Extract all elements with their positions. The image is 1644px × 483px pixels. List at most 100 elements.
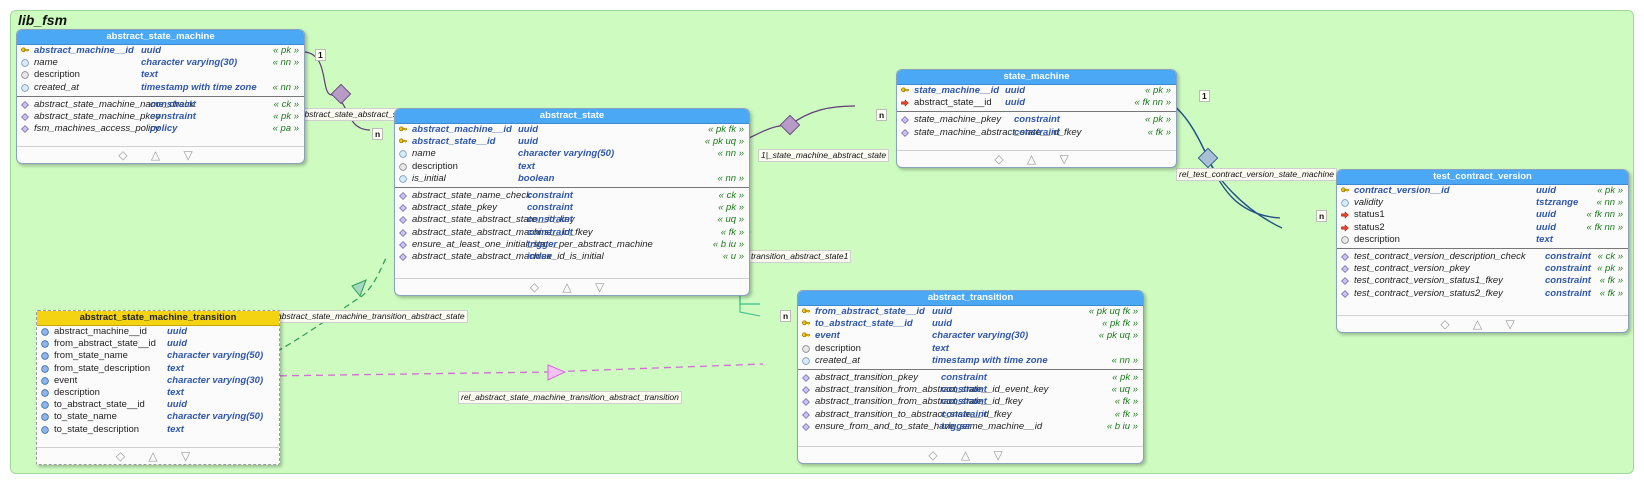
constraint-flags: « pk » [1597, 263, 1623, 275]
table-title[interactable]: abstract_state_machine [17, 30, 304, 45]
primary-key-icon [399, 138, 407, 144]
constraint-icon [399, 204, 407, 213]
column-name: description [54, 386, 100, 398]
column-type: text [932, 342, 949, 354]
constraint-flags: « fk » [720, 226, 744, 238]
primary-key-icon [802, 332, 810, 338]
column-name: to_state_description [54, 423, 140, 435]
column-type: uuid [141, 45, 162, 56]
constraint-icon [399, 240, 407, 249]
rel-diamond-asm-as [330, 83, 352, 105]
foreign-key-icon [901, 99, 909, 107]
table-constraint-row[interactable]: abstract_state_abstract_machine_id_is_in… [395, 251, 749, 263]
rel-triangle-asmt-as [351, 279, 367, 297]
constraint-type: constraint [1014, 114, 1060, 126]
constraint-flags: « fk » [1114, 408, 1138, 420]
constraint-name: ensure_at_least_one_initial_state_per_ab… [412, 238, 653, 250]
column-type: uuid [1536, 185, 1557, 196]
collapse-toggle-icon[interactable]: ◇ △ ▽ [529, 280, 615, 294]
table-constraint-row[interactable]: abstract_state_abstract_machine__id_fkey… [395, 227, 749, 239]
constraint-flags: « uq » [717, 214, 744, 226]
table-constraint-row[interactable]: abstract_transition_from_abstract_state_… [798, 396, 1143, 408]
collapse-toggle-icon[interactable]: ◇ △ ▽ [928, 448, 1013, 462]
column-type: text [518, 160, 535, 172]
table-title[interactable]: state_machine [897, 70, 1176, 85]
constraint-name: abstract_state_abstract_machine__id_fkey [412, 226, 593, 238]
collapse-toggle-icon[interactable]: ◇ △ ▽ [994, 152, 1079, 166]
table-constraint-row[interactable]: abstract_transition_to_abstract_state__i… [798, 409, 1143, 421]
column-type: text [1536, 233, 1553, 245]
rel-diamond-as-sm [779, 114, 801, 136]
table-column-row[interactable]: description text [395, 161, 749, 173]
column-name: description [412, 160, 458, 172]
table-constraint-row[interactable]: ensure_at_least_one_initial_state_per_ab… [395, 239, 749, 251]
table-title[interactable]: abstract_transition [798, 291, 1143, 306]
table-constraint-row[interactable]: ensure_from_and_to_state_have_same_machi… [798, 421, 1143, 433]
foreign-key-icon [1341, 223, 1349, 232]
column-name: status2 [1354, 221, 1385, 233]
collapse-toggle-icon[interactable]: ◇ △ ▽ [115, 449, 201, 463]
view-column-icon [41, 401, 49, 409]
table-title[interactable]: abstract_state [395, 109, 749, 124]
column-name: event [815, 330, 840, 342]
table-title[interactable]: test_contract_version [1337, 170, 1628, 185]
collapse-toggle-icon[interactable]: ◇ △ ▽ [1440, 317, 1525, 331]
not-null-column-icon [21, 59, 29, 67]
table-title[interactable]: abstract_state_machine_transition [37, 311, 279, 326]
rel-triangle-asmt-at [547, 364, 567, 381]
collapse-toggle-icon[interactable]: ◇ △ ▽ [118, 148, 203, 162]
constraint-type: trigger [527, 238, 558, 250]
table-constraint-row[interactable]: abstract_transition_from_abstract_state_… [798, 384, 1143, 396]
constraint-icon [1341, 265, 1349, 274]
constraint-flags: « uq » [1111, 384, 1138, 396]
